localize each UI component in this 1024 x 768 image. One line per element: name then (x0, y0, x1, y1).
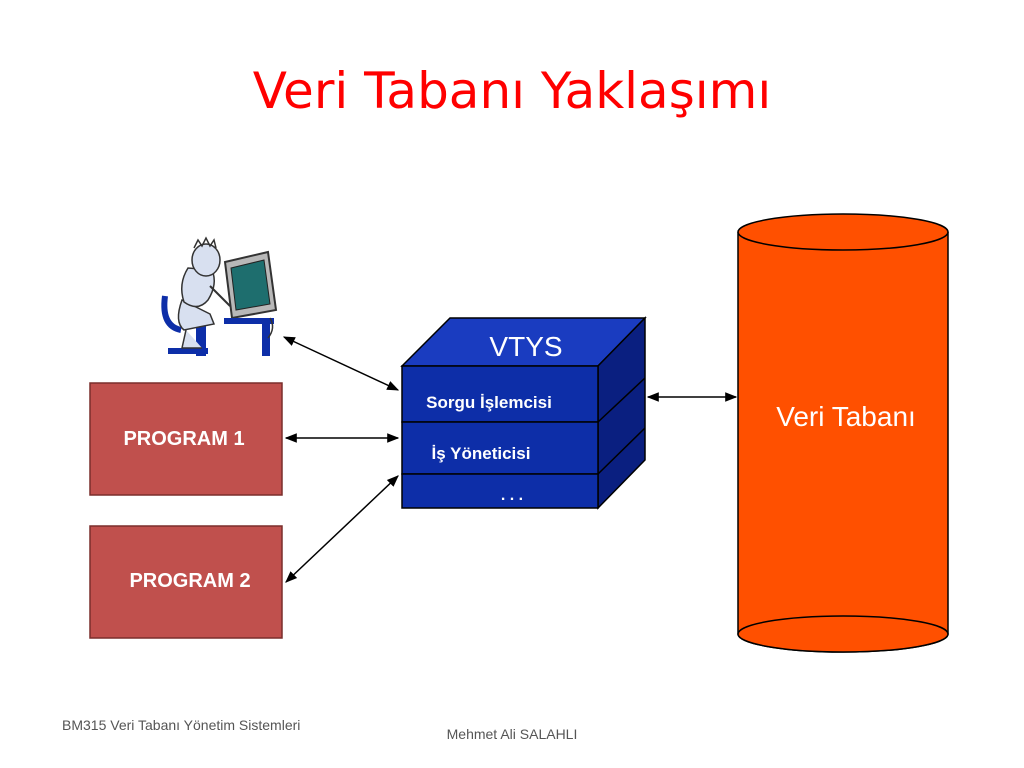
program-2-label: PROGRAM 2 (129, 570, 250, 592)
vtys-title: VTYS (489, 331, 562, 362)
vtys-layer-transaction-manager: İş Yöneticisi (432, 444, 531, 463)
database-cylinder (737, 213, 949, 653)
program-1-box (89, 382, 283, 496)
footer-author: Mehmet Ali SALAHLI (446, 726, 578, 742)
slide-title: Veri Tabanı Yaklaşımı (252, 62, 772, 120)
user-computer-icon (161, 236, 278, 356)
database-label: Veri Tabanı (776, 401, 916, 432)
vtys-layer-query-processor: Sorgu İşlemcisi (426, 393, 552, 412)
program-2-box (89, 525, 283, 639)
vtys-block (400, 316, 647, 510)
footer-course: BM315 Veri Tabanı Yönetim Sistemleri (62, 717, 301, 733)
vtys-layer-ellipsis: . . . (501, 487, 523, 504)
arrow-user-vtys (282, 336, 400, 391)
arrow-program2-vtys (285, 475, 399, 583)
program-1-label: PROGRAM 1 (123, 428, 244, 450)
